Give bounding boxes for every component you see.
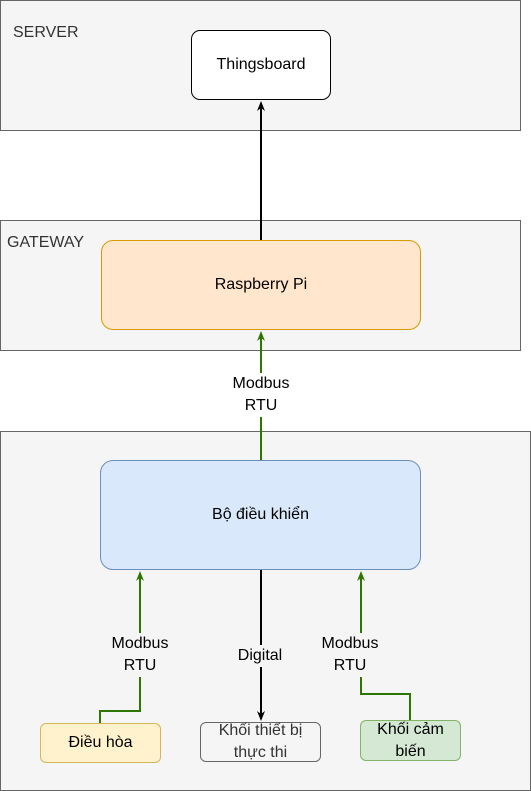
server-zone-label: SERVER	[13, 24, 79, 41]
actuator-node: Khối thiết bị thực thi	[200, 722, 321, 762]
gateway-zone-label: GATEWAY	[7, 234, 85, 251]
aircon-edge-label: Modbus RTU	[104, 633, 176, 677]
digital-edge-label: Digital	[230, 645, 290, 667]
sensor-edge-label: Modbus RTU	[314, 633, 386, 677]
thingsboard-node: Thingsboard	[191, 30, 331, 100]
raspberry-pi-node: Raspberry Pi	[101, 240, 421, 330]
pi-controller-edge-label: Modbus RTU	[225, 373, 297, 417]
controller-node: Bộ điều khiển	[100, 460, 421, 570]
sensor-node: Khối cảm biến	[360, 720, 461, 761]
aircon-node: Điều hòa	[40, 723, 161, 763]
